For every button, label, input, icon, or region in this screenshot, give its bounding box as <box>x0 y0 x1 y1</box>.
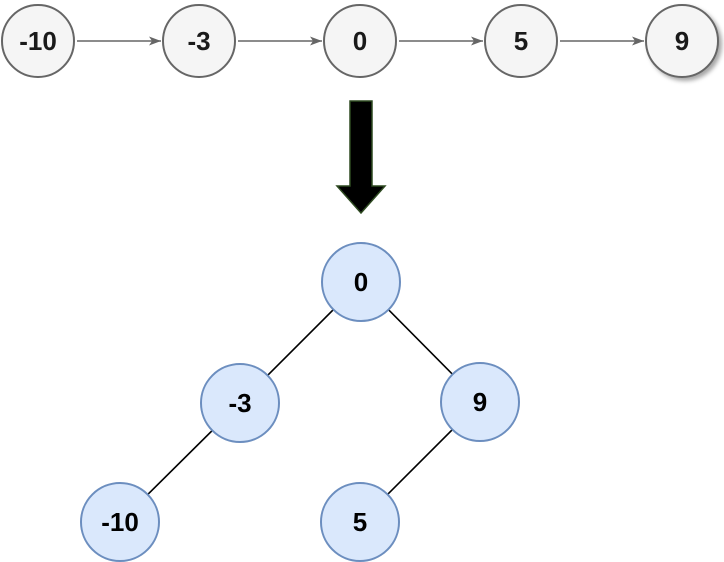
list-node: -3 <box>162 4 236 78</box>
tree-node-root: 0 <box>321 242 401 322</box>
tree-node-value: 9 <box>472 386 488 417</box>
list-node-value: -3 <box>187 25 211 56</box>
tree-node-value: -3 <box>228 387 252 418</box>
tree-node: 5 <box>320 482 400 562</box>
list-node: 0 <box>323 4 397 78</box>
tree-node: -3 <box>200 363 280 443</box>
tree-node-value: 0 <box>353 266 369 297</box>
list-node: -10 <box>1 4 75 78</box>
list-node-value: 5 <box>513 25 529 56</box>
tree-node: 9 <box>440 362 520 442</box>
transform-down-arrow-icon <box>335 100 387 215</box>
list-node-value: -10 <box>19 25 57 56</box>
list-node: 5 <box>484 4 558 78</box>
tree-node: -10 <box>80 482 160 562</box>
tree-node-value: -10 <box>101 506 139 537</box>
list-node: 9 <box>645 4 719 78</box>
list-node-value: 9 <box>674 25 690 56</box>
list-node-value: 0 <box>352 25 368 56</box>
tree-node-value: 5 <box>352 506 368 537</box>
